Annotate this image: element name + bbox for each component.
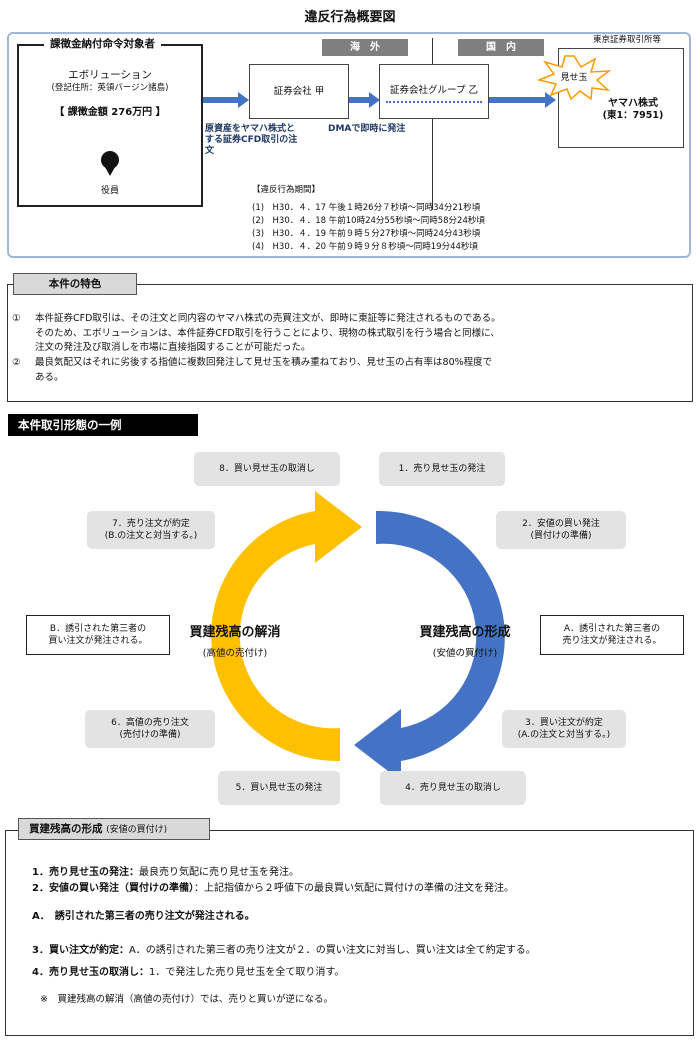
detail-line-2: 2．安値の買い発注（買付けの準備）：上記指値から２呼値下の最良買い気配に買付けの… bbox=[32, 879, 514, 894]
dma-note: DMAで即時に発注 bbox=[328, 124, 406, 134]
penalty-amount: 【 課徴金額 276万円 】 bbox=[54, 107, 166, 118]
region-divider bbox=[432, 38, 433, 210]
step-6-line-1: 6．高値の売り注文 bbox=[111, 718, 189, 728]
detail-line-a: A． 誘引された第三者の売り注文が発注される。 bbox=[32, 911, 255, 922]
step-3-line-1: 3．買い注文が約定 bbox=[525, 718, 603, 728]
detail-tag-main: 買建残高の形成 bbox=[29, 823, 103, 835]
detail-line-3: 3．買い注文が約定：A．の誘引された第三者の売り注文が２．の買い注文に対当し、買… bbox=[32, 941, 536, 956]
detail-line-1: 1．売り見せ玉の発注：最良売り気配に売り見せ玉を発注。 bbox=[32, 863, 299, 878]
feature-1-number: ① bbox=[12, 313, 21, 324]
feature-2-line-1: 最良気配又はそれに劣後する指値に複数回発注して見せ玉を積み重ねており、見せ玉の占… bbox=[35, 357, 493, 368]
detail-line-1-body: 最良売り気配に売り見せ玉を発注。 bbox=[138, 867, 299, 878]
burst-label: 見せ玉 bbox=[560, 73, 588, 83]
step-6: 6．高値の売り注文 (売付けの準備) bbox=[85, 710, 215, 748]
order-note: 原資産をヤマハ株式とする証券CFD取引の注文 bbox=[205, 124, 298, 156]
broker-b-label: 証券会社グループ 乙 bbox=[390, 85, 478, 96]
period-title: 【違反行為期間】 bbox=[252, 185, 321, 195]
detail-tag-sub: (安値の買付け) bbox=[106, 825, 168, 835]
arrow-exchange-head bbox=[545, 92, 556, 108]
detail-note: ※ 買建残高の解消（高値の売付け）では、売りと買いが逆になる。 bbox=[40, 994, 333, 1005]
detail-line-3-head: 3．買い注文が約定： bbox=[32, 945, 129, 956]
registered-address: (登記住所：英領バージン諸島) bbox=[51, 83, 169, 93]
arrow-order-head bbox=[238, 92, 249, 108]
step-6-line-2: (売付けの準備) bbox=[119, 730, 181, 740]
page-title: 違反行為概要図 bbox=[304, 10, 396, 25]
feature-1-line-2: そのため、エボリューションは、本件証券CFD取引を行うことにより、現物の株式取引… bbox=[35, 327, 500, 339]
step-3: 3．買い注文が約定 (A.の注文と対当する。) bbox=[502, 710, 626, 748]
step-7-line-2: (B.の注文と対当する。) bbox=[104, 531, 198, 541]
right-cycle-label: 買建残高の形成 bbox=[419, 625, 511, 640]
region-domestic: 国 内 bbox=[458, 39, 544, 56]
detail-line-3-body: A．の誘引された第三者の売り注文が２．の買い注文に対当し、買い注文は全て約定する… bbox=[128, 945, 536, 956]
blue-cycle-arrow bbox=[354, 510, 505, 781]
left-cycle-sub: (高値の売付け) bbox=[202, 648, 268, 659]
detail-frame bbox=[5, 830, 694, 1036]
step-2-line-1: 2．安値の買い発注 bbox=[522, 519, 600, 529]
step-8: 8．買い見せ玉の取消し bbox=[194, 452, 340, 486]
feature-2-text: 最良気配又はそれに劣後する指値に複数回発注して見せ玉を積み重ねており、見せ玉の占… bbox=[35, 356, 492, 385]
region-overseas: 海 外 bbox=[322, 39, 408, 56]
arrow-order bbox=[203, 97, 239, 103]
officer-label: 役員 bbox=[100, 186, 119, 196]
fake-order-burst-icon bbox=[537, 55, 611, 100]
detail-line-2-body: ：上記指値から２呼値下の最良買い気配に買付けの準備の注文を発注。 bbox=[193, 883, 514, 894]
detail-line-4-body: 1．で発注した売り見せ玉を全て取り消す。 bbox=[148, 967, 345, 978]
broker-b-box: 証券会社グループ 乙 bbox=[379, 64, 489, 119]
left-cycle-label: 買建残高の解消 bbox=[189, 625, 281, 640]
detail-line-4-head: 4．売り見せ玉の取消し： bbox=[32, 967, 149, 978]
feature-2-number: ② bbox=[12, 357, 21, 368]
arrow-dma bbox=[349, 97, 371, 103]
detail-line-1-head: 1．売り見せ玉の発注： bbox=[32, 867, 139, 878]
feature-1-line-1: 本件証券CFD取引は、その注文と同内容のヤマハ株式の売買注文が、即時に東証等に発… bbox=[35, 313, 501, 324]
step-4: 4．売り見せ玉の取消し bbox=[380, 771, 526, 805]
step-5: 5．買い見せ玉の発注 bbox=[218, 771, 340, 805]
features-tag: 本件の特色 bbox=[13, 273, 137, 295]
yellow-cycle-arrow bbox=[211, 491, 362, 762]
overview-frame bbox=[7, 32, 691, 258]
step-3-line-2: (A.の注文と対当する。) bbox=[517, 730, 611, 740]
feature-1-line-3: 注文の発注及び取消しを市場に直接指図することが可能だった。 bbox=[35, 342, 311, 353]
features-frame bbox=[7, 284, 693, 402]
feature-2-line-2: ある。 bbox=[35, 371, 64, 383]
side-a-line-2: 売り注文が発注される。 bbox=[562, 636, 662, 646]
stock-code: (東1：7951) bbox=[602, 110, 664, 121]
step-2: 2．安値の買い発注 (買付けの準備) bbox=[496, 511, 626, 549]
target-header: 課徴金納付命令対象者 bbox=[44, 36, 161, 51]
officer-person-icon bbox=[101, 151, 119, 176]
cycle-arrows bbox=[211, 491, 505, 781]
period-3: (3) H30．４．19 午前９時５分27秒頃〜同時24分43秒頃 bbox=[252, 229, 481, 239]
arrow-dma-head bbox=[369, 92, 380, 108]
exchange-label: 東京証券取引所等 bbox=[592, 35, 661, 45]
right-cycle-sub: (安値の買付け) bbox=[432, 648, 498, 659]
side-a: A．誘引された第三者の 売り注文が発注される。 bbox=[540, 615, 684, 655]
detail-line-4: 4．売り見せ玉の取消し：1．で発注した売り見せ玉を全て取り消す。 bbox=[32, 963, 344, 978]
period-2: (2) H30．４．18 午前10時24分55秒頃〜同時58分24秒頃 bbox=[252, 216, 485, 226]
step-7-line-1: 7．売り注文が約定 bbox=[112, 519, 190, 529]
detail-tag: 買建残高の形成 (安値の買付け) bbox=[18, 818, 210, 840]
side-b: B．誘引された第三者の 買い注文が発注される。 bbox=[26, 615, 170, 655]
example-tag: 本件取引形態の一例 bbox=[8, 414, 198, 436]
stock-name: ヤマハ株式 bbox=[608, 98, 658, 109]
feature-1-text: 本件証券CFD取引は、その注文と同内容のヤマハ株式の売買注文が、即時に東証等に発… bbox=[35, 312, 501, 356]
arrow-exchange bbox=[489, 97, 547, 103]
step-2-line-2: (買付けの準備) bbox=[530, 531, 592, 541]
company-name: エボリューション bbox=[68, 69, 152, 81]
side-b-line-1: B．誘引された第三者の bbox=[49, 624, 147, 634]
side-b-line-2: 買い注文が発注される。 bbox=[48, 636, 148, 646]
side-a-line-1: A．誘引された第三者の bbox=[563, 624, 661, 634]
period-4: (4) H30．４．20 午前９時９分８秒頃〜同時19分44秒頃 bbox=[252, 242, 478, 252]
period-1: (1) H30．４．17 午後１時26分７秒頃〜同時34分21秒頃 bbox=[252, 203, 481, 213]
broker-a-box: 証券会社 甲 bbox=[249, 64, 349, 119]
broker-b-dotted-line bbox=[386, 101, 482, 103]
step-1: 1．売り見せ玉の発注 bbox=[379, 452, 505, 486]
step-7: 7．売り注文が約定 (B.の注文と対当する。) bbox=[87, 511, 215, 549]
detail-line-2-head: 2．安値の買い発注（買付けの準備） bbox=[32, 883, 194, 894]
